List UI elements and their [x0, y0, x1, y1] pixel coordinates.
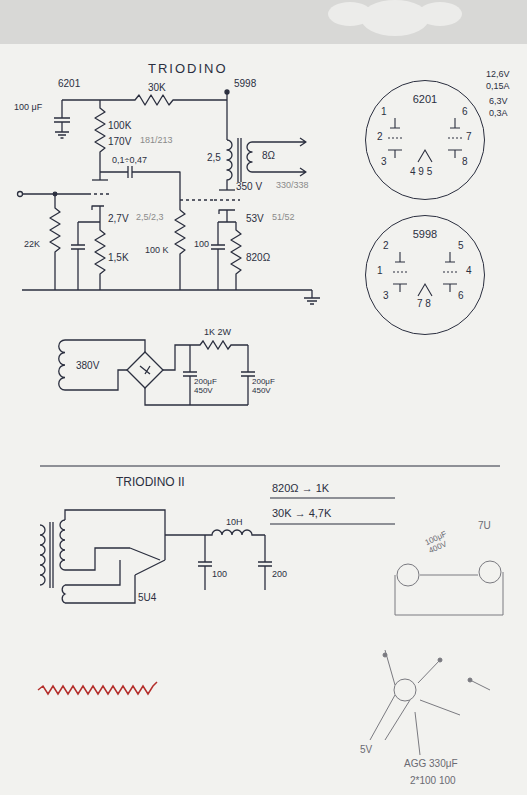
component-label: 100μF 400V: [424, 525, 464, 556]
component-label: 6,3V: [489, 97, 508, 107]
component-label: 200: [272, 570, 287, 580]
tube-pinout-symbols: [388, 118, 462, 296]
component-label: 6201: [58, 78, 80, 89]
component-label: 2,5/2,3: [136, 213, 164, 223]
component-label: 2: [377, 131, 383, 142]
component-label: 1: [381, 106, 387, 117]
tube-name: 6201: [413, 93, 437, 106]
component-label: 10H: [226, 518, 243, 528]
component-label: 4 9 5: [410, 166, 432, 177]
component-label: 5V: [360, 744, 372, 755]
component-label: 100 K: [145, 246, 169, 256]
component-label: 100: [194, 240, 209, 250]
component-label: 2,5: [207, 152, 221, 163]
component-label: 1,5K: [108, 252, 129, 263]
component-label: TRIODINO II: [116, 476, 185, 489]
component-label: 100K: [108, 120, 131, 131]
component-label: 3: [381, 156, 387, 167]
wiring-sketch: [370, 561, 503, 755]
component-label: 0,15A: [486, 82, 510, 92]
component-label: 2,7V: [108, 213, 129, 224]
power-supply: [59, 340, 255, 405]
component-label: 200μF 450V: [194, 378, 224, 396]
component-label: 5: [458, 240, 464, 251]
component-label: 22K: [24, 240, 40, 250]
component-label: 6: [462, 106, 468, 117]
red-squiggle: [38, 682, 157, 694]
component-label: 30K → 4,7K: [272, 507, 331, 519]
component-label: 30K: [148, 82, 166, 93]
divider-lines: [40, 466, 500, 524]
component-label: AGG 330μF: [404, 758, 458, 769]
component-label: 53V: [246, 213, 264, 224]
component-label: 170V: [108, 136, 131, 147]
component-label: 51/52: [272, 213, 295, 223]
component-label: 4: [466, 265, 472, 276]
component-label: 350 V: [236, 181, 262, 192]
component-label: 5998: [234, 78, 256, 89]
amplifier-wires: [18, 90, 321, 304]
component-label: 200μF 450V: [252, 378, 282, 396]
tube-name: 5998: [413, 228, 437, 241]
component-label: 181/213: [140, 136, 173, 146]
component-label: 12,6V: [486, 70, 510, 80]
component-label: 3: [383, 290, 389, 301]
power-supply-two: [40, 510, 272, 603]
component-label: 8: [462, 156, 468, 167]
component-label: 7 8: [417, 298, 431, 309]
component-label: 0,3A: [489, 109, 508, 119]
component-label: 5U4: [138, 592, 156, 603]
component-label: 8Ω: [262, 150, 275, 161]
component-label: 100: [212, 570, 227, 580]
component-label: 820Ω: [246, 252, 270, 263]
component-label: 1K 2W: [204, 328, 231, 338]
component-label: 1: [377, 265, 383, 276]
component-label: 100 μF: [14, 103, 42, 113]
component-label: 380V: [76, 360, 99, 371]
component-label: 2*100 100: [410, 775, 456, 786]
tablecloth: [0, 0, 527, 44]
component-label: 6: [458, 290, 464, 301]
component-label: 330/338: [276, 181, 309, 191]
title-text: TRIODINO: [148, 62, 228, 76]
component-label: 820Ω → 1K: [272, 482, 329, 494]
component-label: 0,1÷0,47: [112, 156, 147, 166]
component-label: 2: [383, 240, 389, 251]
component-label: 7U: [478, 520, 491, 531]
component-label: 7: [466, 131, 472, 142]
